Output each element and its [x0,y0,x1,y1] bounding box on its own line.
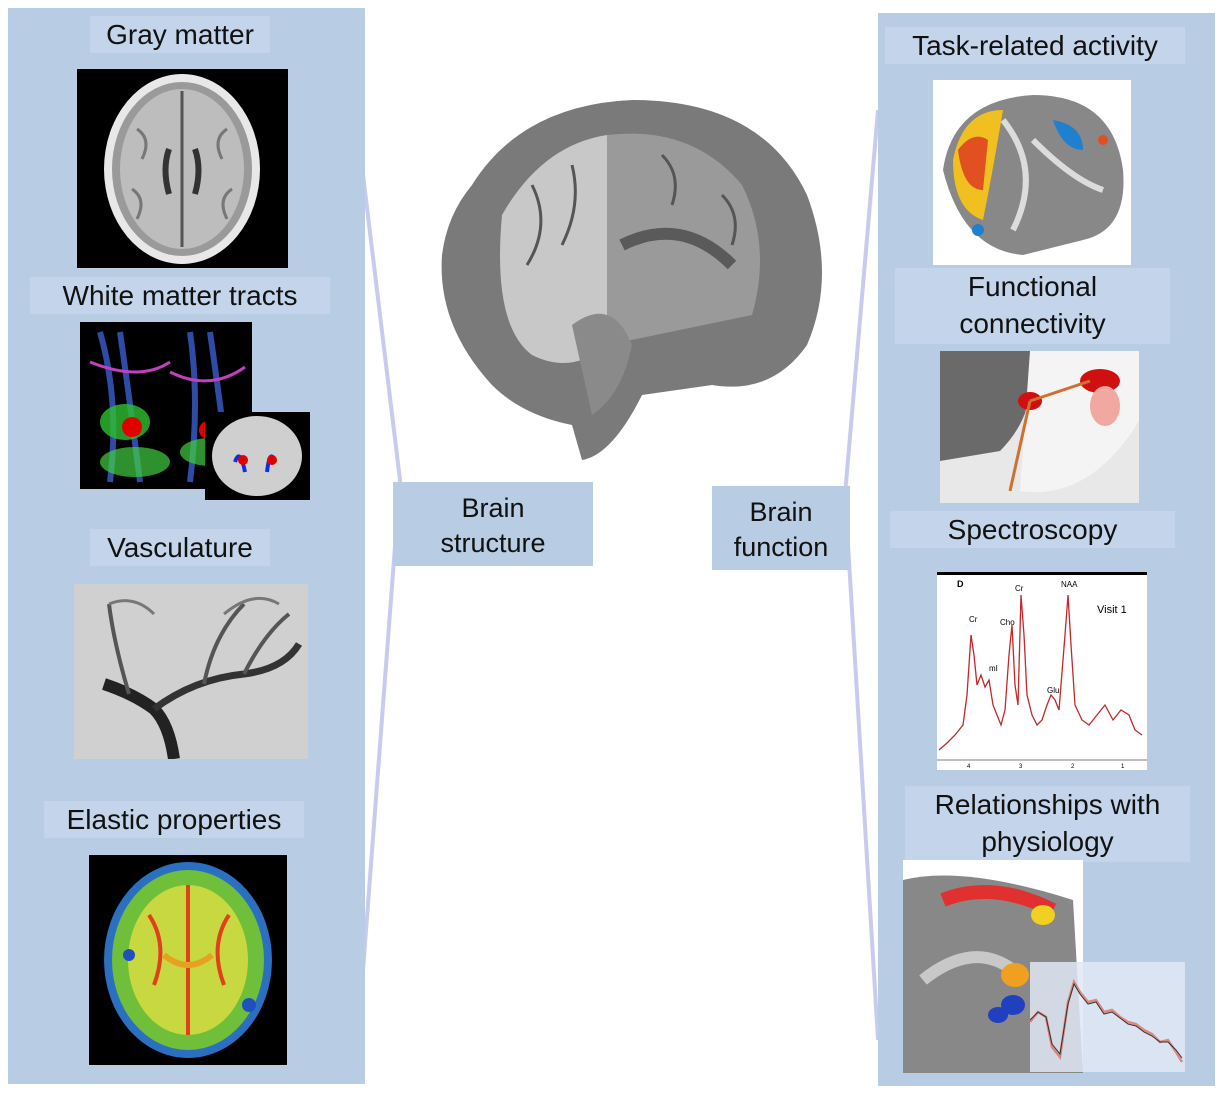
relationships-label-line1: Relationships with [934,789,1161,820]
elastic-properties-label: Elastic properties [44,801,304,838]
task-related-activity-label: Task-related activity [885,27,1185,64]
gray-matter-label: Gray matter [90,16,270,53]
white-matter-inset-image [205,412,310,500]
spectrum-panel-letter: D [957,579,964,589]
peak-label-mi: mI [989,664,998,673]
spectroscopy-image: D Visit 1 Cr mI Cho Cr Glu NAA 4 3 2 1 [937,572,1147,770]
tick-label-4: 4 [967,764,971,770]
peak-label-glu: Glu [1047,686,1059,695]
brain-function-label: Brain function [712,486,850,570]
vasculature-label: Vasculature [90,529,270,566]
brain-structure-label: Brain structure [393,482,593,566]
functional-connectivity-label: Functional connectivity [895,268,1170,344]
peak-label-naa: NAA [1061,580,1078,589]
spectroscopy-label: Spectroscopy [890,511,1175,548]
brain-function-label-line1: Brain [749,497,813,527]
tick-label-2: 2 [1071,764,1075,770]
peak-label-cho: Cho [1000,618,1015,627]
elastic-properties-image [89,855,287,1065]
spectrum-line [938,594,1143,751]
vasculature-angiogram-image [74,584,308,759]
functional-label-line2: connectivity [959,308,1106,339]
relationships-with-physiology-label: Relationships with physiology [905,786,1190,862]
brain-structure-label-line2: structure [440,528,546,558]
spectrum-visit-label: Visit 1 [1097,604,1127,616]
brain-3d-render-image [432,95,832,465]
tick-label-3: 3 [1019,764,1023,770]
physiology-timeseries-image [1030,962,1185,1072]
gray-matter-mri-image [77,69,288,268]
brain-function-label-line2: function [733,532,829,562]
tick-label-1: 1 [1121,764,1125,770]
white-matter-tracts-label: White matter tracts [30,277,330,314]
task-activity-image [933,80,1131,265]
functional-connectivity-image [940,351,1139,503]
peak-label-cr2: Cr [1015,584,1024,593]
peak-label-cr1: Cr [969,615,978,624]
functional-label-line1: Functional [967,271,1098,302]
relationships-label-line2: physiology [981,826,1114,857]
brain-structure-label-line1: Brain [461,493,525,523]
